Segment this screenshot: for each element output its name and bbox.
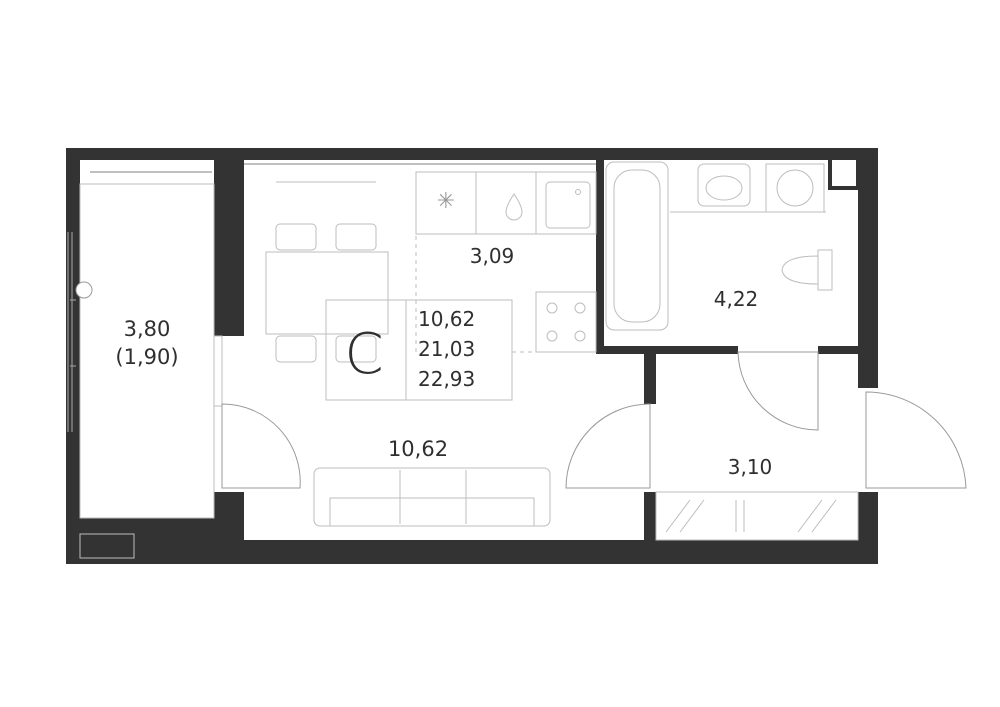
chair-icon: [275, 335, 317, 363]
summary-box: С 10,62 21,03 22,93: [325, 299, 513, 401]
hall-area-label: 3,10: [728, 455, 773, 479]
summary-total-area: 21,03: [418, 337, 475, 361]
fridge-icon: ✳: [437, 189, 455, 214]
toilet-icon: [781, 255, 819, 285]
wardrobe-hatch: [679, 499, 705, 533]
wall-balcony-bottom: [80, 518, 214, 540]
wall-bath-left: [596, 158, 604, 352]
washing-machine-icon: [765, 163, 825, 213]
sink-icon: [545, 181, 591, 229]
sofa-icon: [313, 467, 551, 527]
wardrobe-hatch: [811, 499, 837, 533]
wall-right-upper: [858, 148, 878, 388]
wall-balcony-partition-lower: [214, 492, 244, 564]
sofa: [313, 467, 551, 527]
wall-left: [66, 148, 80, 564]
stove-icon: [535, 291, 597, 353]
sofa-seat: [329, 497, 535, 527]
bathroom-door-swing-icon: [737, 351, 819, 431]
bathtub-inner: [613, 169, 661, 323]
chair-icon: [335, 223, 377, 251]
wall-balcony-partition: [214, 148, 244, 336]
balcony-handle-icon: [75, 281, 93, 299]
chair-icon: [275, 223, 317, 251]
bathroom-area-label: 4,22: [714, 287, 759, 311]
washbasin-icon: [697, 163, 751, 207]
summary-living-area: 10,62: [418, 307, 475, 331]
wall-bath-bottom-left: [596, 346, 738, 354]
hall: [565, 391, 967, 541]
sink-drain: [575, 189, 581, 195]
ventilation-shaft: [828, 156, 860, 190]
washbasin-bowl: [705, 175, 743, 201]
burner-icon: [574, 302, 586, 314]
wall-bottom: [66, 540, 878, 564]
wall-hall-upper: [644, 352, 656, 404]
burner-icon: [574, 330, 586, 342]
wardrobe-hatch: [797, 499, 823, 533]
kitchen-counter: [415, 171, 597, 235]
chair-icon: [335, 335, 377, 363]
entrance-door-swing-icon: [865, 391, 967, 489]
walls: [66, 148, 878, 564]
summary-frame: [325, 299, 513, 401]
hall-door-swing-icon: [565, 403, 651, 489]
water-drop-icon: [505, 193, 523, 221]
burner-icon: [546, 330, 558, 342]
wall-hall-lower: [644, 492, 656, 542]
bathtub-icon: [605, 161, 669, 331]
balcony-step: [79, 533, 135, 559]
apartment-type-letter: С: [344, 322, 383, 387]
wardrobe: [655, 491, 859, 541]
balcony-door-swing-icon: [221, 403, 301, 489]
bathroom: [605, 161, 833, 431]
balcony-door-frame: [213, 335, 223, 407]
balcony-reduced-area-label: (1,90): [115, 345, 178, 369]
summary-total-with-balcony: 22,93: [418, 367, 475, 391]
wall-bath-bottom-right: [818, 346, 860, 354]
burner-icon: [546, 302, 558, 314]
wall-top: [66, 148, 878, 160]
kitchen-area-label: 3,09: [470, 244, 515, 268]
balcony: [67, 183, 301, 559]
wardrobe-hatch: [665, 499, 691, 533]
dining-table: [265, 251, 389, 335]
toilet-tank: [817, 249, 833, 291]
kitchen: ✳: [415, 171, 597, 353]
washing-machine-drum: [776, 169, 814, 207]
room-area-label: 10,62: [388, 437, 448, 461]
wall-right-lower: [858, 492, 878, 564]
dining-set: [265, 223, 389, 363]
balcony-area-label: 3,80: [124, 317, 171, 341]
